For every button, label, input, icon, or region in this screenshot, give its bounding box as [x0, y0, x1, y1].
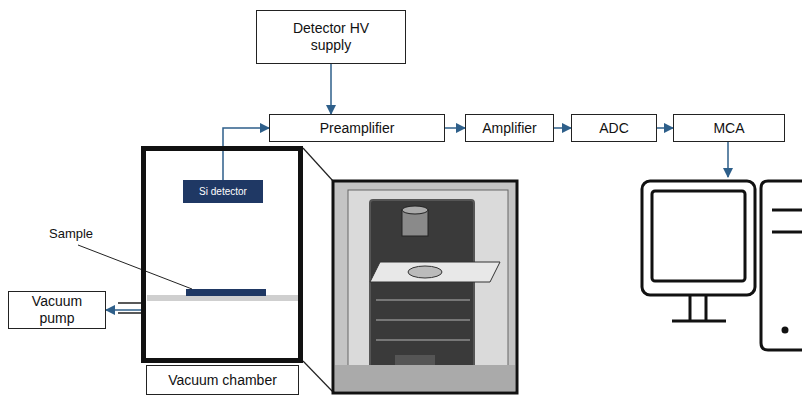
chamber-photo: [333, 181, 517, 393]
process-box: Amplifier: [465, 114, 554, 142]
pipe: [118, 302, 141, 304]
zoom-line: [303, 148, 333, 181]
signal-arrow: [330, 64, 332, 114]
node-label: Amplifier: [482, 120, 536, 137]
node-label: Vacuum chamber: [146, 365, 299, 395]
signal-arrow: [223, 128, 269, 180]
signal-arrow: [445, 127, 465, 129]
part-label: Sample: [49, 226, 93, 241]
zoom-line: [303, 361, 333, 392]
sample: [186, 289, 266, 296]
pipe: [118, 312, 141, 314]
signal-arrow: [554, 127, 571, 129]
process-box: ADC: [571, 114, 657, 142]
signal-arrow: [106, 309, 141, 311]
node-label: ADC: [599, 120, 629, 137]
node-label: Preamplifier: [320, 120, 395, 137]
node-label: MCA: [713, 120, 744, 137]
detector-box: Si detector: [183, 180, 263, 203]
computer-icon: [642, 181, 802, 350]
leader-line: [78, 245, 192, 289]
node-label: Vacuum pump: [27, 293, 87, 327]
node-label: Detector HV supply: [291, 20, 371, 54]
pump-box: Vacuum pump: [8, 291, 106, 329]
process-box: MCA: [673, 114, 785, 142]
vacuum-chamber: Vacuum chamberSi detector: [141, 146, 303, 363]
node-label: Si detector: [199, 186, 247, 198]
arrow: [727, 142, 729, 177]
signal-arrow: [657, 127, 673, 129]
process-box: Preamplifier: [269, 114, 445, 142]
power-supply-box: Detector HV supply: [256, 10, 406, 64]
